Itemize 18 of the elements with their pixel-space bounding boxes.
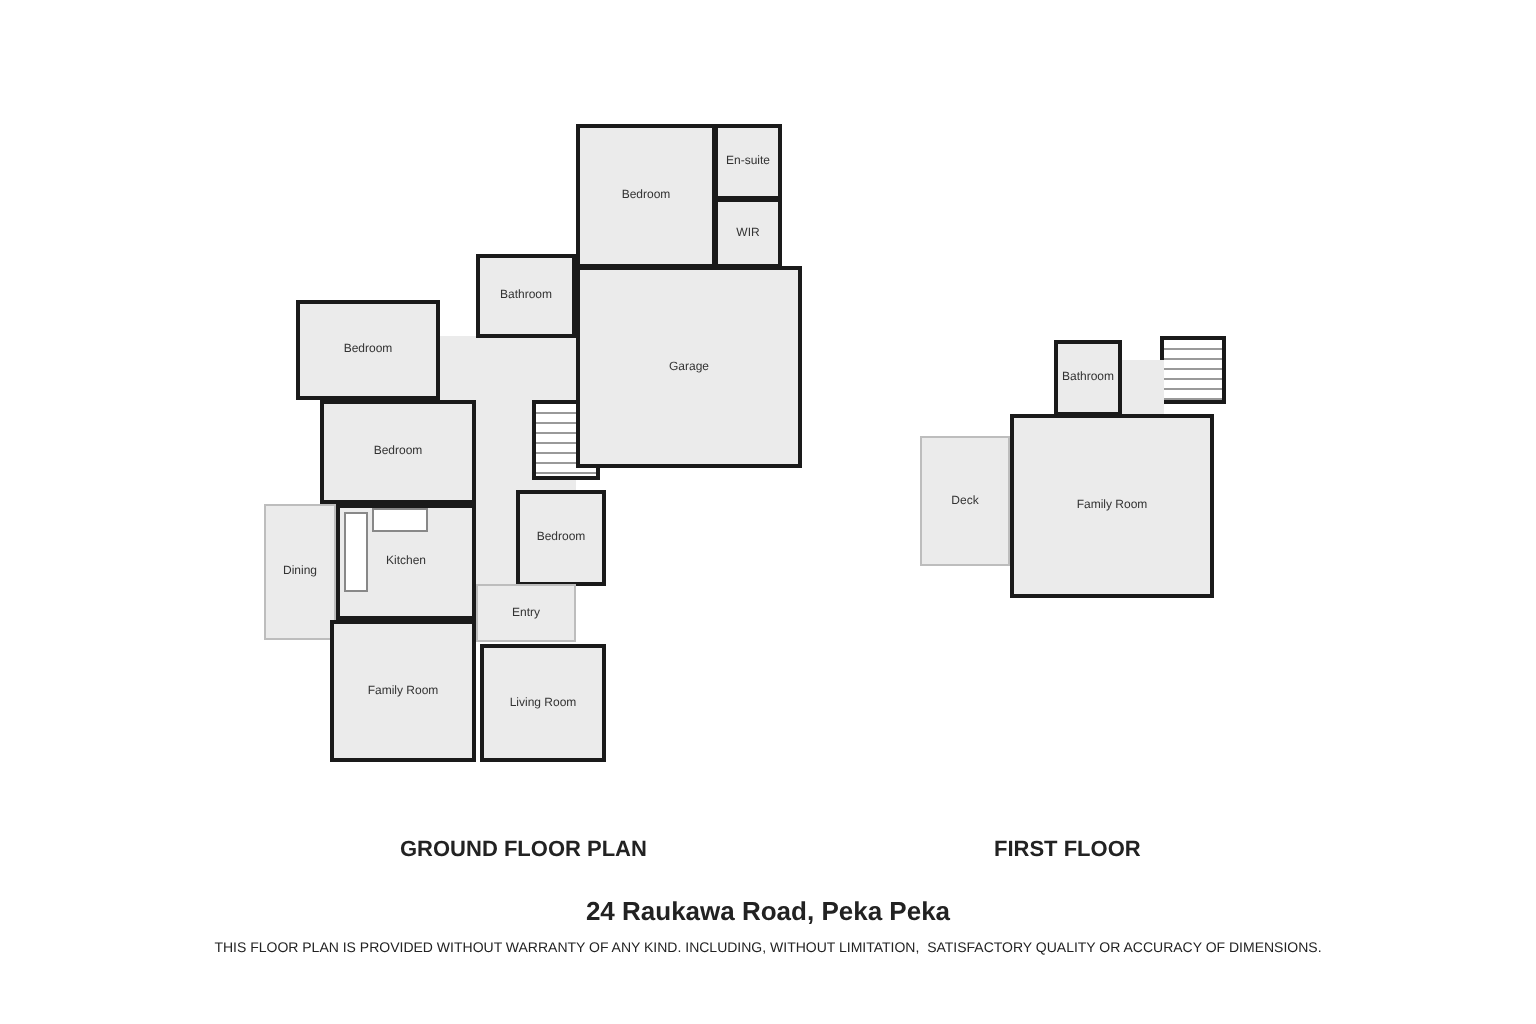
room-area: [714, 198, 782, 268]
room-area: [1010, 414, 1214, 598]
plan-heading: FIRST FLOOR: [994, 838, 1141, 862]
room-area: [714, 124, 782, 200]
room-area: [576, 124, 716, 268]
room-area: [330, 620, 476, 762]
room-area: [264, 504, 336, 640]
room-area: [516, 490, 606, 586]
room-area: [480, 644, 606, 762]
room-area: [920, 436, 1010, 566]
room-area: [320, 400, 476, 504]
plan-heading: GROUND FLOOR PLAN: [400, 838, 647, 862]
room-area: [576, 266, 802, 468]
room-area: [476, 254, 576, 338]
address-title: 24 Raukawa Road, Peka Peka: [583, 896, 953, 926]
room-area: [1054, 340, 1122, 416]
room-area: [296, 300, 440, 400]
room-area: [476, 584, 576, 642]
